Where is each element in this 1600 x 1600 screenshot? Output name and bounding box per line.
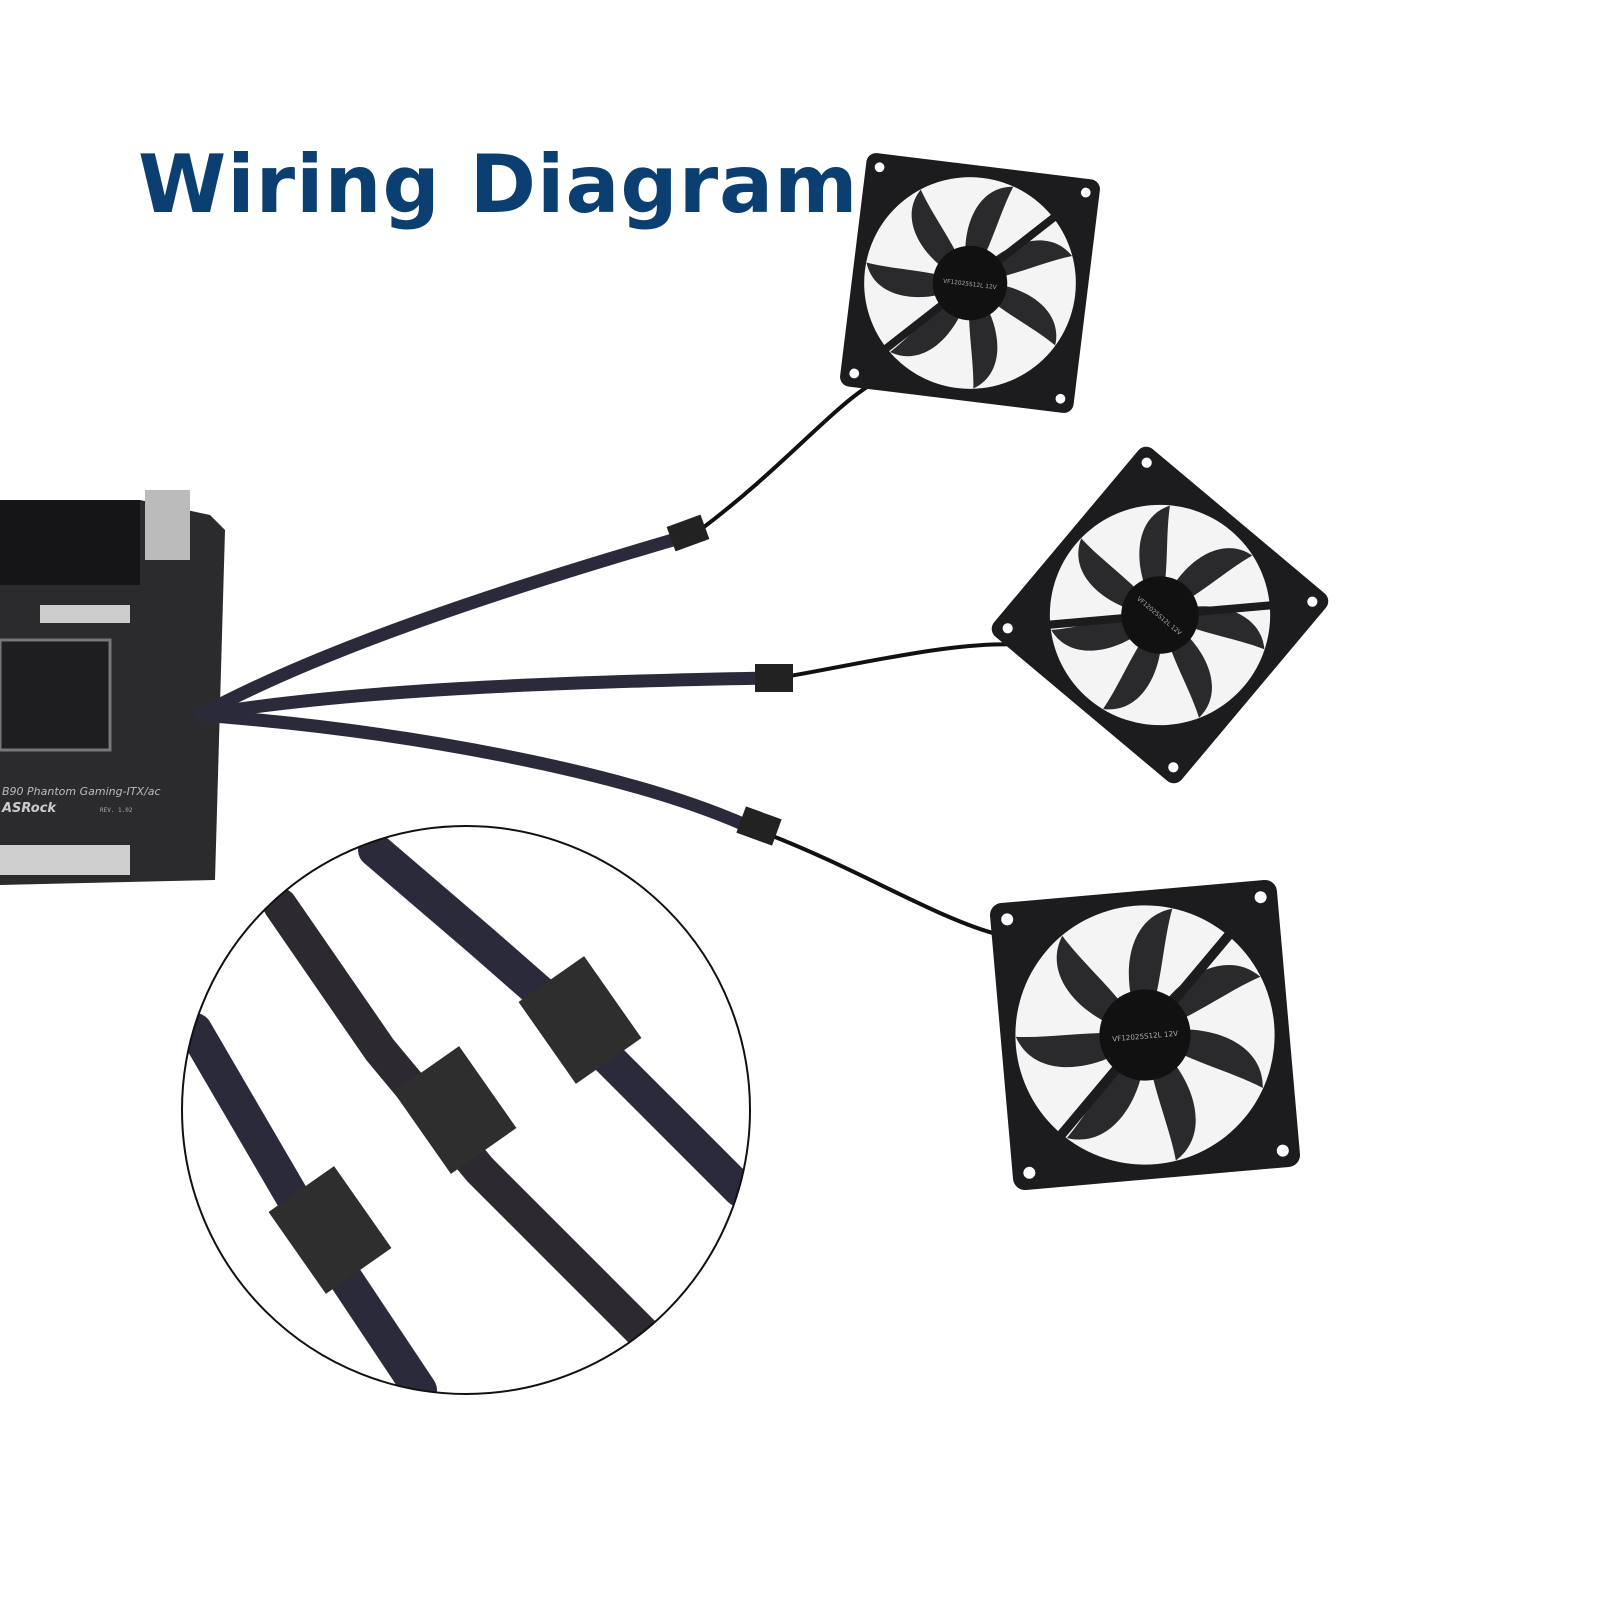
page-title: Wiring Diagram	[138, 138, 859, 231]
fan-3: VF12025S12L 12V	[989, 879, 1301, 1191]
splitter-cables	[193, 383, 1032, 937]
fan-1: VF12025S12L 12V	[839, 152, 1101, 414]
cable-1	[193, 528, 697, 722]
cable-2	[193, 671, 777, 722]
connector-1	[666, 514, 710, 552]
fan-2: VF12025S12L 12V	[988, 443, 1333, 788]
board-model-text: B90 Phantom Gaming-ITX/ac	[2, 785, 161, 798]
connector-3	[736, 806, 782, 846]
motherboard: B90 Phantom Gaming-ITX/ac ASRock REV. 1.…	[0, 490, 225, 885]
board-brand-logo: ASRock	[1, 801, 57, 816]
connector-closeup-inset	[181, 825, 751, 1395]
connector-2	[755, 664, 793, 692]
board-rev-text: REV. 1.02	[100, 807, 133, 814]
cable-3	[193, 708, 752, 832]
